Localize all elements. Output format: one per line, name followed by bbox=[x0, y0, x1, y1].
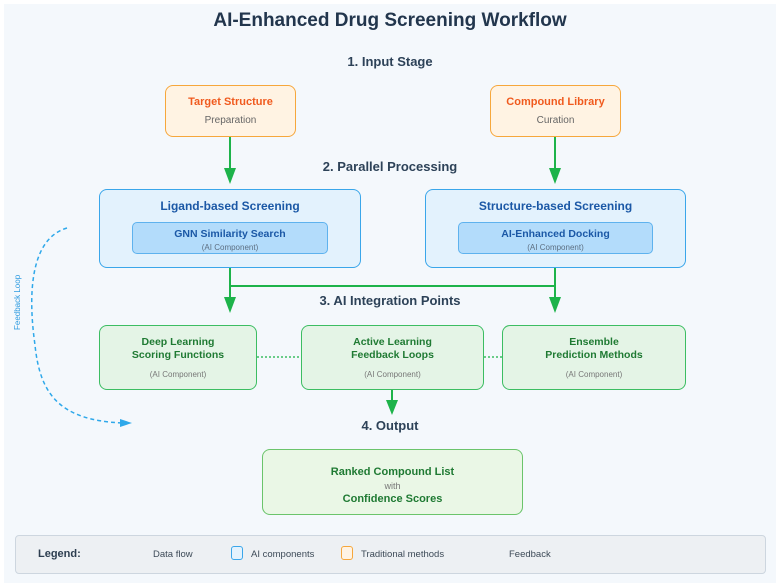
ai-docking-box[interactable]: AI-Enhanced Docking (AI Component) bbox=[458, 222, 653, 254]
arrowhead-library-to-structure bbox=[549, 168, 561, 184]
gnn-similarity-title: GNN Similarity Search bbox=[174, 228, 286, 240]
ranked-output-box[interactable]: Ranked Compound List with Confidence Sco… bbox=[262, 449, 523, 515]
compound-library-title: Compound Library bbox=[506, 96, 605, 108]
stage-label-parallel: 2. Parallel Processing bbox=[322, 159, 458, 174]
ligand-screening-box[interactable]: Ligand-based Screening GNN Similarity Se… bbox=[99, 189, 361, 268]
legend-data-flow-label: Data flow bbox=[153, 549, 193, 560]
stage-label-integration: 3. AI Integration Points bbox=[319, 293, 461, 308]
feedback-loop-label: Feedback Loop bbox=[13, 274, 22, 330]
deep-learning-tag: (AI Component) bbox=[149, 370, 207, 379]
arrowhead-ligand-to-deep bbox=[224, 297, 236, 313]
legend-ai-label: AI components bbox=[251, 549, 315, 560]
legend-title: Legend: bbox=[38, 548, 81, 560]
target-structure-title: Target Structure bbox=[188, 96, 273, 108]
feedback-arrowhead bbox=[120, 419, 132, 427]
output-line-2: with bbox=[384, 481, 401, 491]
active-learning-tag: (AI Component) bbox=[364, 370, 421, 379]
orange-box-icon bbox=[341, 546, 353, 560]
legend-feedback-label: Feedback bbox=[509, 549, 551, 560]
structure-screening-title: Structure-based Screening bbox=[478, 199, 633, 213]
blue-box-icon bbox=[231, 546, 243, 560]
compound-library-subtitle: Curation bbox=[536, 115, 575, 126]
ensemble-tag: (AI Component) bbox=[565, 370, 623, 379]
target-structure-box[interactable]: Target Structure Preparation bbox=[165, 85, 296, 137]
legend-traditional-label: Traditional methods bbox=[361, 549, 445, 560]
stage-label-output: 4. Output bbox=[361, 418, 419, 433]
ai-docking-title: AI-Enhanced Docking bbox=[501, 228, 610, 240]
gnn-similarity-box[interactable]: GNN Similarity Search (AI Component) bbox=[132, 222, 328, 254]
arrowhead-structure-to-ensemble bbox=[549, 297, 561, 313]
output-line-3: Confidence Scores bbox=[342, 493, 443, 505]
legend: Legend: Data flow AI components Traditio… bbox=[15, 535, 766, 574]
arrowhead-target-to-ligand bbox=[224, 168, 236, 184]
output-line-1: Ranked Compound List bbox=[330, 466, 455, 478]
diagram-title: AI-Enhanced Drug Screening Workflow bbox=[213, 10, 567, 31]
arrowhead-active-to-output bbox=[386, 400, 398, 415]
feedback-loop-curve bbox=[31, 227, 123, 424]
docking-ai-tag: (AI Component) bbox=[527, 243, 584, 252]
compound-library-box[interactable]: Compound Library Curation bbox=[490, 85, 621, 137]
structure-screening-box[interactable]: Structure-based Screening AI-Enhanced Do… bbox=[425, 189, 686, 268]
stage-label-input: 1. Input Stage bbox=[347, 54, 433, 69]
gnn-ai-tag: (AI Component) bbox=[201, 243, 259, 252]
target-structure-subtitle: Preparation bbox=[204, 115, 257, 126]
ligand-screening-title: Ligand-based Screening bbox=[160, 199, 300, 213]
